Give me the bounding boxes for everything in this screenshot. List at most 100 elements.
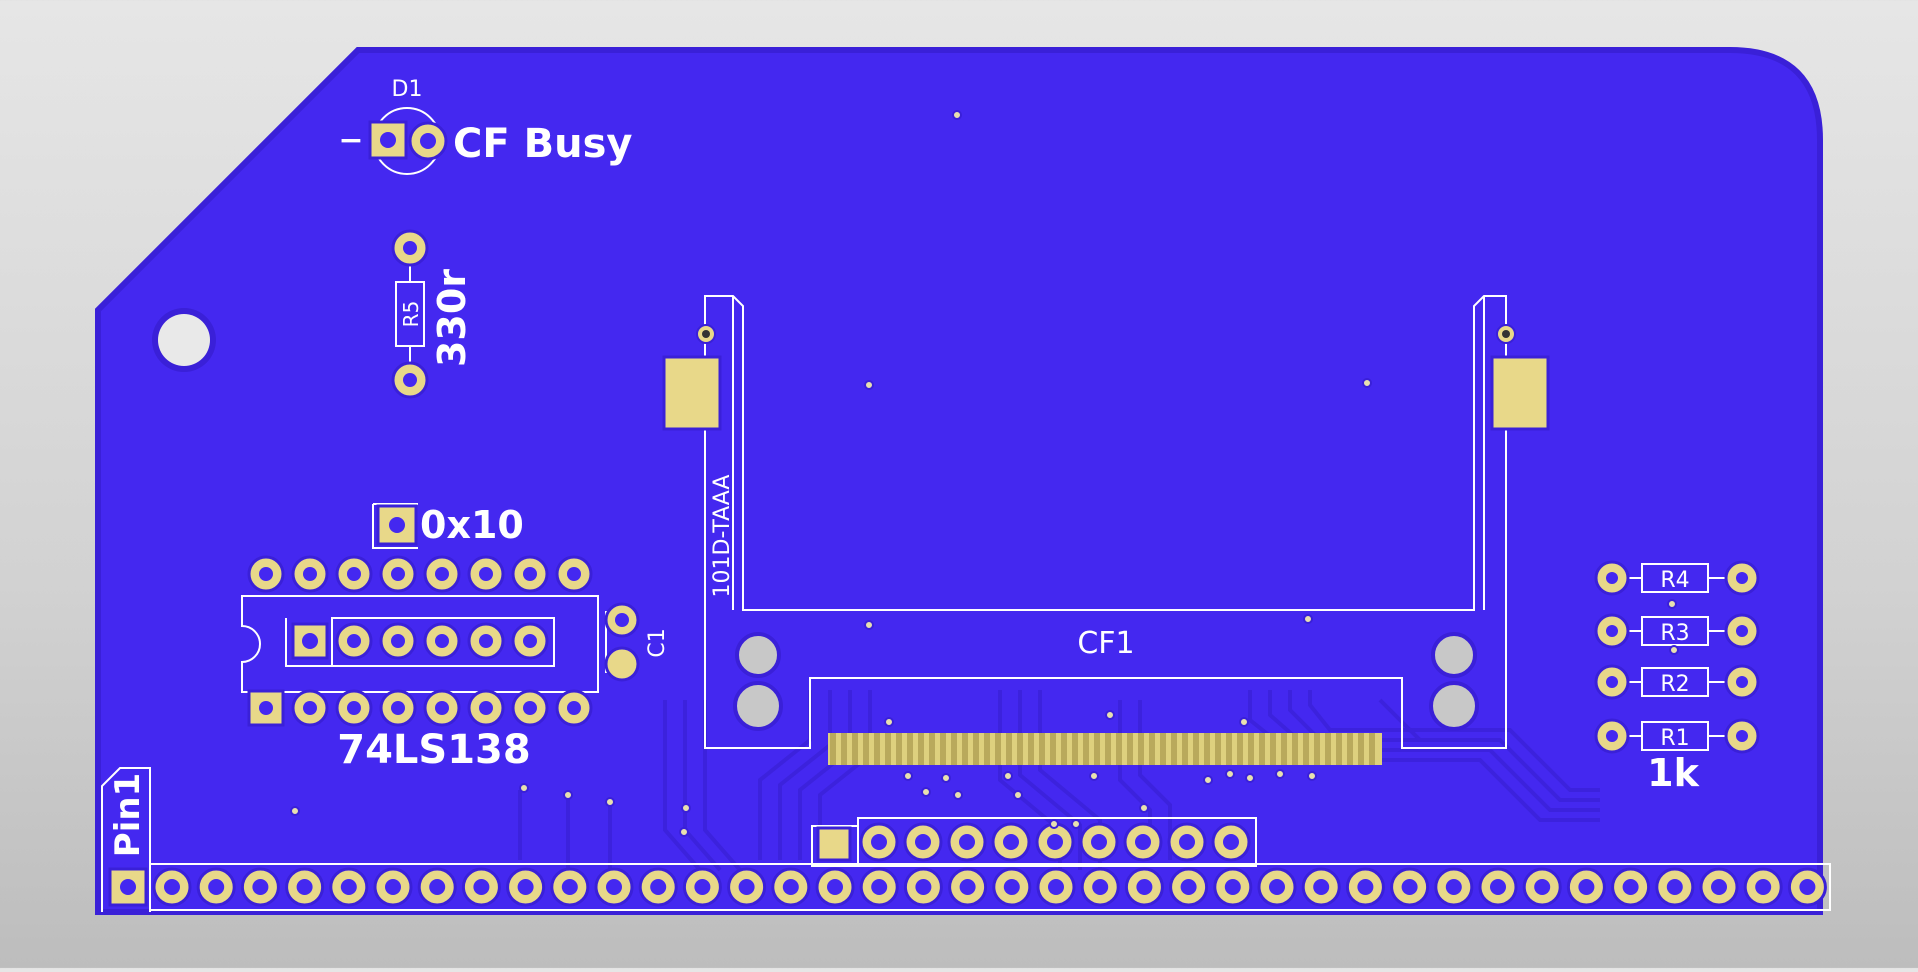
cf-card-connector[interactable]: 101D-TAAA CF1 xyxy=(662,295,1550,765)
cf-finger xyxy=(1226,733,1232,765)
pad-icon xyxy=(1522,867,1562,907)
resistor-bank: R4 R3 R2 R1 1k xyxy=(1594,560,1760,795)
cf-finger xyxy=(951,733,957,765)
pad-icon xyxy=(467,622,505,660)
cf-finger xyxy=(1237,733,1243,765)
cf-finger xyxy=(852,733,858,765)
r5-ref-label: R5 xyxy=(399,301,423,328)
cf-finger xyxy=(1094,733,1100,765)
pad-icon xyxy=(991,822,1031,862)
via-icon xyxy=(1203,775,1213,785)
pad-icon xyxy=(859,867,899,907)
pad-icon xyxy=(1301,867,1341,907)
header-pin1-label: Pin1 xyxy=(108,773,148,857)
via-icon xyxy=(1049,819,1059,829)
resistor-r4[interactable]: R4 xyxy=(1594,560,1760,596)
cf-finger xyxy=(1193,733,1199,765)
pad-icon xyxy=(1169,867,1209,907)
pad-icon xyxy=(1566,867,1606,907)
via-icon xyxy=(952,110,962,120)
resistor-r3[interactable]: R3 xyxy=(1594,613,1760,649)
via-icon xyxy=(679,827,689,837)
pad-icon xyxy=(373,867,413,907)
cf-finger xyxy=(1325,733,1331,765)
via-icon xyxy=(1669,645,1679,655)
ic-74ls138[interactable]: 74LS138 xyxy=(241,555,599,773)
cf-finger xyxy=(1039,733,1045,765)
main-header[interactable]: Pin1 xyxy=(101,767,1831,912)
cf-finger xyxy=(907,733,913,765)
pad-icon xyxy=(1257,867,1297,907)
pad-icon xyxy=(1211,822,1251,862)
cf-finger xyxy=(1336,733,1342,765)
d1-ref-label: D1 xyxy=(392,77,423,102)
via-icon xyxy=(519,783,529,793)
pad-icon xyxy=(1080,867,1120,907)
c1-ref-label: C1 xyxy=(645,628,670,657)
cf-finger xyxy=(918,733,924,765)
pad-icon xyxy=(291,689,329,727)
resistor-r2[interactable]: R2 xyxy=(1594,664,1760,700)
pad-icon xyxy=(335,555,373,593)
cf-finger xyxy=(1248,733,1254,765)
pad-icon xyxy=(1079,822,1119,862)
via-icon xyxy=(864,620,874,630)
pad-icon xyxy=(1699,867,1739,907)
cf-finger xyxy=(1061,733,1067,765)
resistor-r1[interactable]: R1 xyxy=(1594,718,1760,754)
r2-ref-label: R2 xyxy=(1660,672,1689,697)
r1-ref-label: R1 xyxy=(1660,726,1689,751)
cf-finger xyxy=(973,733,979,765)
resistor-r5[interactable]: R5 330r xyxy=(391,229,474,399)
pad-icon xyxy=(727,867,767,907)
cf-finger xyxy=(1138,733,1144,765)
pad-icon xyxy=(423,622,461,660)
pad-icon xyxy=(379,622,417,660)
cf-finger xyxy=(984,733,990,765)
mounting-hole-icon xyxy=(152,308,216,372)
via-icon xyxy=(605,797,615,807)
via-icon xyxy=(1307,771,1317,781)
d1-minus-mark: − xyxy=(338,123,363,158)
pad-icon xyxy=(1035,822,1075,862)
cf-finger xyxy=(863,733,869,765)
pad-icon xyxy=(335,622,373,660)
r4-ref-label: R4 xyxy=(1660,568,1689,593)
pad-icon xyxy=(555,689,593,727)
cf-finger xyxy=(962,733,968,765)
cf-finger xyxy=(1303,733,1309,765)
via-icon xyxy=(1275,769,1285,779)
via-icon xyxy=(1225,769,1235,779)
cf-finger xyxy=(830,733,836,765)
cf-finger xyxy=(1215,733,1221,765)
cf-finger xyxy=(1083,733,1089,765)
pad-icon xyxy=(335,689,373,727)
via-icon xyxy=(1089,771,1099,781)
led-d1[interactable]: D1 − CF Busy xyxy=(338,77,632,175)
pad-icon xyxy=(555,555,593,593)
capacitor-c1[interactable]: C1 xyxy=(604,602,670,682)
pad-icon xyxy=(285,867,325,907)
jumper-0x10[interactable]: 0x10 xyxy=(372,503,524,549)
pad-icon xyxy=(511,555,549,593)
d1-value-label: CF Busy xyxy=(453,121,632,167)
pad-icon xyxy=(467,689,505,727)
via-icon xyxy=(884,717,894,727)
cf-finger xyxy=(1281,733,1287,765)
pad-icon xyxy=(948,867,988,907)
pad-icon xyxy=(1345,867,1385,907)
cf-finger xyxy=(1160,733,1166,765)
cf-finger xyxy=(1105,733,1111,765)
pad-icon xyxy=(240,867,280,907)
cf-finger xyxy=(929,733,935,765)
pad-hole xyxy=(259,701,273,715)
via-icon xyxy=(290,806,300,816)
via-icon xyxy=(941,773,951,783)
cf-contact-fingers xyxy=(830,733,1375,765)
upper-header[interactable] xyxy=(811,817,1257,867)
pad-icon xyxy=(1036,867,1076,907)
via-icon xyxy=(681,803,691,813)
cf-finger xyxy=(1149,733,1155,765)
via-icon xyxy=(1362,378,1372,388)
